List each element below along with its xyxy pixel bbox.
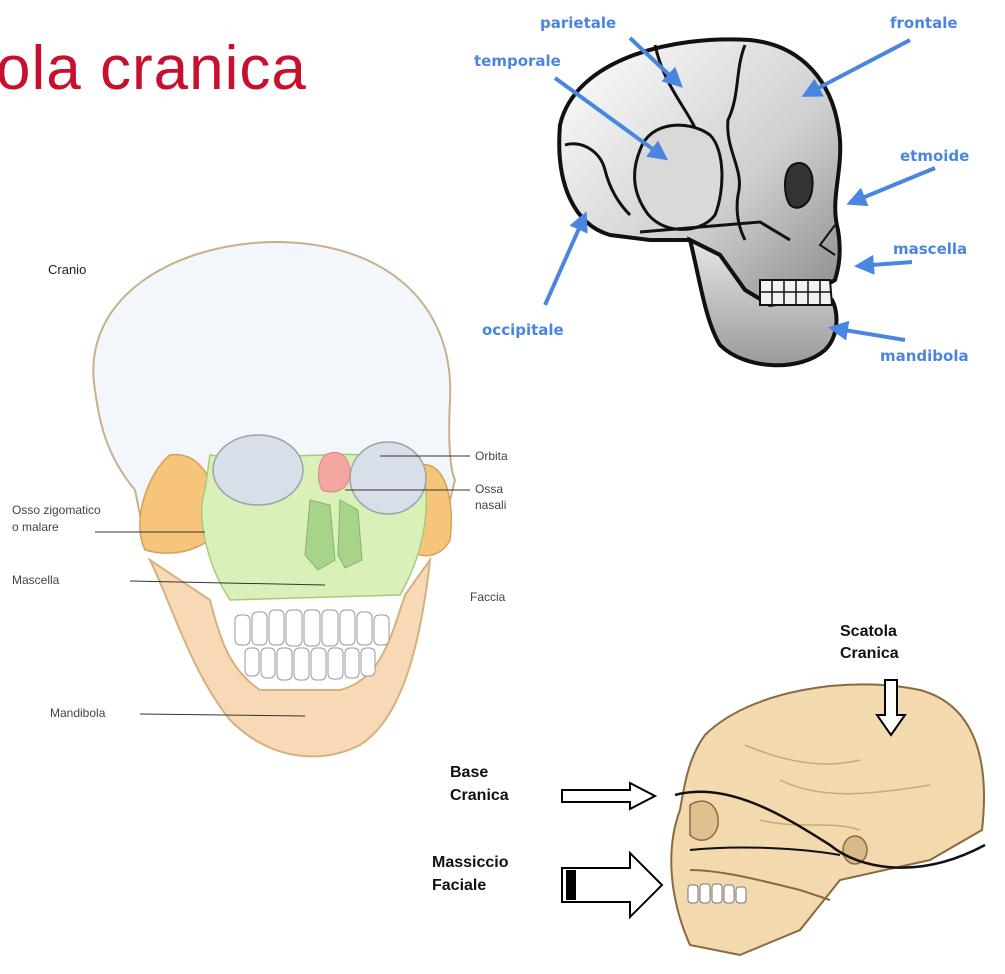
colored-skull [671,684,985,955]
label-scatola-line2: Cranica [840,644,899,664]
label-massiccio-line2: Faciale [432,876,486,896]
label-base-line1: Base [450,763,488,783]
label-base-line2: Cranica [450,786,509,806]
label-massiccio-line1: Massiccio [432,853,508,873]
label-scatola-line1: Scatola [840,622,897,642]
arrow-massiccio-faciale [562,853,662,917]
arrow-base-cranica [562,783,655,809]
